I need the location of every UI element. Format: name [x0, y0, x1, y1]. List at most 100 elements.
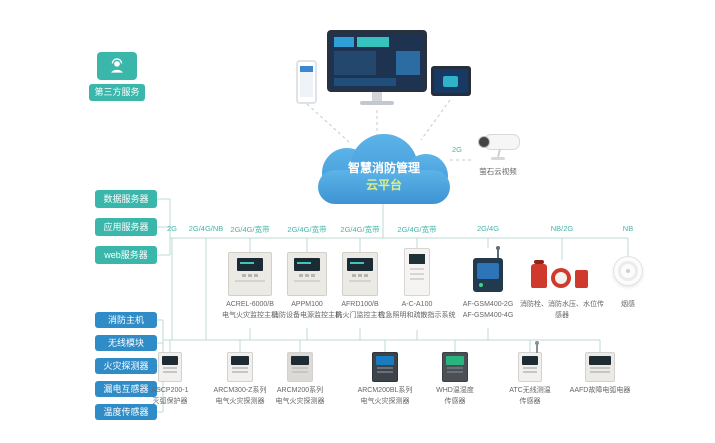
device-caption: ATC无线测温传感器 — [509, 387, 551, 405]
water-pressure-gauge — [551, 268, 571, 288]
host-buttons — [288, 274, 326, 277]
meter-detail — [292, 367, 308, 369]
uplink-label-9: NB — [622, 224, 634, 233]
badge-temperature-sensor: 温度传感器 — [95, 404, 157, 420]
uplink-label-5: 2G/4G/宽带 — [340, 225, 380, 234]
dashboard-panel — [334, 51, 376, 75]
meter-detail — [590, 367, 610, 369]
cabinet-slot — [410, 278, 424, 280]
meter-detail — [590, 371, 610, 373]
meter-detail — [523, 367, 537, 369]
person-headset-icon — [111, 58, 123, 73]
antenna — [536, 344, 538, 353]
badge-fire-host: 消防主机 — [95, 312, 157, 328]
power-monitor-host-device — [287, 252, 327, 296]
screen-line — [297, 262, 311, 264]
hydrant-cap — [534, 260, 544, 264]
cloud-title-line2: 云平台 — [365, 178, 402, 193]
monitor-dashboard-screen — [327, 30, 427, 92]
device-caption: 消防栓、消防水压、水位传感器 — [520, 301, 604, 319]
badge-wireless-module: 无线模块 — [95, 335, 157, 351]
antenna — [497, 249, 499, 258]
arcm200-device — [287, 352, 313, 382]
tablet-map-graphic — [443, 76, 458, 87]
screen-line — [240, 262, 254, 264]
camera-lens — [478, 136, 490, 148]
host-screen — [294, 258, 320, 271]
badge-web-server: web服务器 — [95, 246, 157, 264]
host-slot — [294, 280, 320, 282]
dashboard-panel — [396, 51, 420, 75]
meter-detail — [292, 371, 308, 373]
fire-monitor-host-device — [228, 252, 272, 296]
device-caption: WHD温湿度传感器 — [436, 387, 474, 405]
camera-stand — [497, 148, 501, 158]
gateway-faceplate — [477, 263, 499, 279]
camera-base — [491, 157, 505, 160]
arc-protector-device — [158, 352, 182, 382]
meter-detail — [163, 367, 177, 369]
arc-fault-detector-device — [585, 352, 615, 382]
fire-hydrant-sensor — [531, 260, 547, 288]
badge-data-server: 数据服务器 — [95, 190, 157, 208]
uplink-label-1: 2G — [166, 224, 178, 233]
antenna-tip — [535, 341, 539, 345]
device-caption: ARCM200系列电气火灾探测器 — [275, 387, 325, 405]
cloud-title-line1: 智慧消防管理 — [347, 161, 420, 175]
badge-app-server: 应用服务器 — [95, 218, 157, 236]
uplink-label-3: 2G/4G/宽带 — [230, 225, 270, 234]
dashboard-panel — [334, 37, 354, 47]
screen-line — [350, 262, 364, 264]
host-slot — [235, 280, 265, 282]
arcm300-device — [227, 352, 253, 382]
cloud-title: 智慧消防管理 云平台 — [316, 160, 452, 195]
uplink-label-8: NB/2G — [550, 224, 574, 233]
meter-screen — [522, 356, 538, 365]
dashboard-panel — [357, 37, 389, 47]
monitor-base — [360, 101, 394, 105]
detector-center — [626, 269, 630, 273]
meter-detail — [447, 371, 463, 373]
uplink-label-7: 2G/4G — [476, 224, 500, 233]
smartphone-device — [296, 60, 317, 104]
device-caption: ARCM300-Z系列电气火灾探测器 — [213, 387, 267, 405]
cabinet-slot — [410, 268, 424, 270]
meter-screen — [376, 356, 394, 365]
phone-screen — [300, 66, 313, 97]
meter-screen — [589, 356, 611, 365]
badge-fire-detector: 火灾探测器 — [95, 358, 157, 374]
cloud-shape — [318, 170, 450, 204]
host-screen — [347, 258, 373, 271]
desktop-monitor-device — [327, 30, 427, 105]
uplink-label-6: 2G/4G/宽带 — [397, 225, 437, 234]
phone-app-bar — [300, 66, 313, 72]
camera-caption: 萤石云视频 — [479, 167, 517, 176]
tablet-screen — [434, 69, 468, 93]
emergency-lighting-cabinet-device — [404, 248, 430, 296]
meter-screen — [291, 356, 309, 365]
device-caption: ARCM200BL系列电气火灾探测器 — [357, 387, 413, 405]
gauge-dial — [555, 272, 567, 284]
host-buttons — [229, 274, 271, 277]
third-party-service-badge: 第三方服务 — [89, 84, 145, 101]
host-buttons — [343, 274, 377, 277]
camera-connection-label: 2G — [452, 145, 463, 154]
meter-screen — [446, 356, 464, 365]
wireless-temp-sensor-device — [518, 341, 542, 382]
gateway-led — [479, 283, 483, 287]
meter-detail — [232, 367, 248, 369]
meter-screen — [231, 356, 249, 365]
device-caption: 烟感 — [621, 301, 635, 308]
cloud-platform: 智慧消防管理 云平台 — [316, 134, 452, 204]
meter-screen — [162, 356, 178, 365]
cabinet-screen — [409, 254, 425, 264]
meter-detail — [163, 371, 177, 373]
humidity-sensor-device — [442, 352, 468, 382]
detector-ring — [618, 261, 638, 281]
antenna-tip — [496, 246, 500, 250]
